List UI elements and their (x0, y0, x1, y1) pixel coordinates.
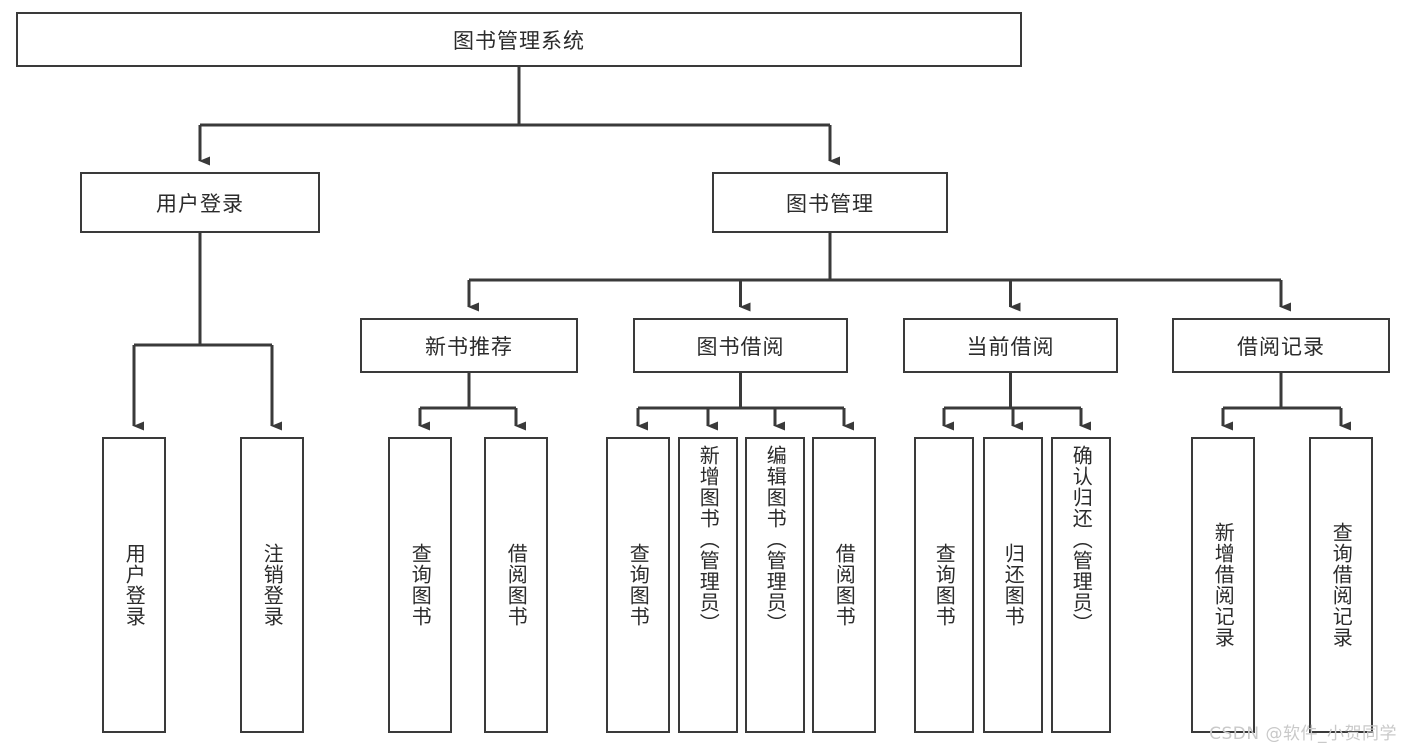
leaf-record-query-record[interactable]: 查询借阅记录 (1309, 437, 1373, 733)
node-label: 借阅图书 (504, 543, 529, 627)
node-label: 查询图书 (626, 543, 651, 627)
node-label: 借阅图书 (832, 543, 857, 627)
leaf-record-add-record[interactable]: 新增借阅记录 (1191, 437, 1255, 733)
node-label: 用户登录 (156, 191, 244, 216)
watermark: CSDN @软件_小贺同学 (1209, 724, 1397, 744)
node-label: 查询图书 (932, 543, 957, 627)
node-label: 图书管理系统 (453, 28, 585, 53)
node-label: 查询借阅记录 (1329, 522, 1354, 648)
node-user-login[interactable]: 用户登录 (80, 172, 320, 233)
leaf-borrow-edit-book-admin[interactable]: 编辑图书（管理员） (745, 437, 805, 733)
node-label: 用户登录 (122, 543, 147, 627)
leaf-current-confirm-return-admin[interactable]: 确认归还（管理员） (1051, 437, 1111, 733)
leaf-current-return-book[interactable]: 归还图书 (983, 437, 1043, 733)
node-label: 图书管理 (786, 191, 874, 216)
node-new-book-recommend[interactable]: 新书推荐 (360, 318, 578, 373)
node-label: 图书借阅 (696, 334, 785, 359)
leaf-borrow-borrow-book[interactable]: 借阅图书 (812, 437, 876, 733)
node-book-management[interactable]: 图书管理 (712, 172, 948, 233)
leaf-newbook-borrow-book[interactable]: 借阅图书 (484, 437, 548, 733)
node-label: 查询图书 (408, 543, 433, 627)
node-label: 编辑图书（管理员） (763, 445, 788, 634)
leaf-user-logout[interactable]: 注销登录 (240, 437, 304, 733)
leaf-user-login[interactable]: 用户登录 (102, 437, 166, 733)
node-label: 确认归还（管理员） (1069, 445, 1094, 634)
node-root-system[interactable]: 图书管理系统 (16, 12, 1022, 67)
node-label: 新书推荐 (425, 334, 513, 359)
node-label: 借阅记录 (1237, 334, 1325, 359)
leaf-borrow-add-book-admin[interactable]: 新增图书（管理员） (678, 437, 738, 733)
node-label: 注销登录 (260, 543, 285, 627)
node-borrow-record[interactable]: 借阅记录 (1172, 318, 1390, 373)
node-label: 新增图书（管理员） (696, 445, 721, 634)
leaf-newbook-query-book[interactable]: 查询图书 (388, 437, 452, 733)
node-book-borrow[interactable]: 图书借阅 (633, 318, 848, 373)
leaf-borrow-query-book[interactable]: 查询图书 (606, 437, 670, 733)
node-label: 当前借阅 (966, 334, 1055, 359)
node-label: 归还图书 (1001, 543, 1026, 627)
leaf-current-query-book[interactable]: 查询图书 (914, 437, 974, 733)
node-current-borrow[interactable]: 当前借阅 (903, 318, 1118, 373)
node-label: 新增借阅记录 (1211, 522, 1236, 648)
